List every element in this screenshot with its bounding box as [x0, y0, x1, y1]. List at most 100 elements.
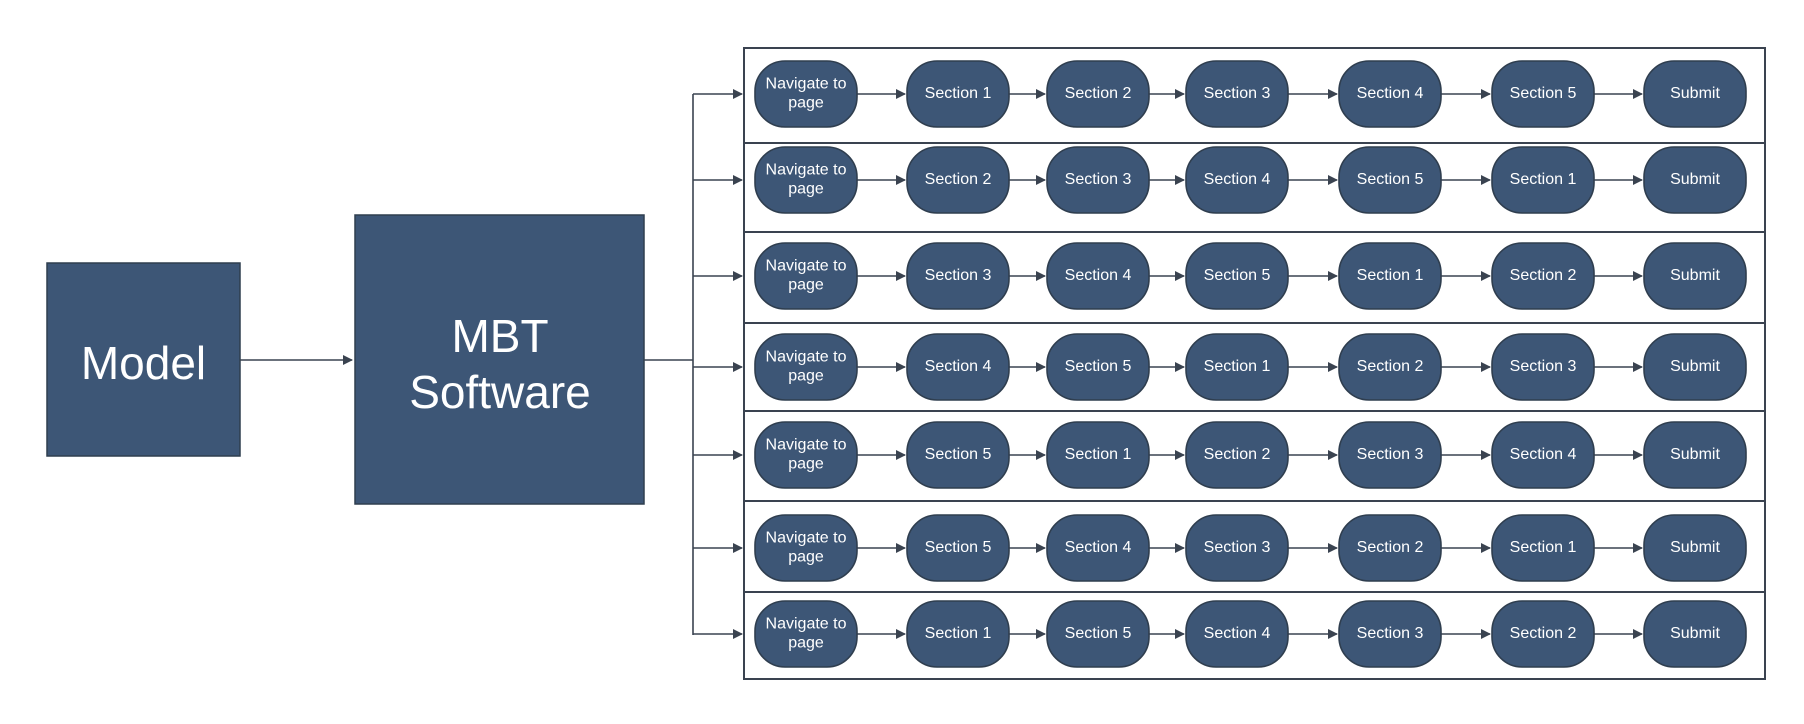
step-shape	[1185, 333, 1289, 401]
step-label: Section 3	[1065, 171, 1132, 188]
step-shape	[906, 146, 1010, 214]
section-step-node: Section 1	[1185, 333, 1289, 401]
step-shape	[1046, 146, 1150, 214]
step-label: Navigate to	[766, 76, 847, 93]
step-shape	[1185, 146, 1289, 214]
mbt-software-box	[354, 214, 645, 505]
step-label: Section 4	[1065, 267, 1132, 284]
step-shape	[1338, 421, 1442, 489]
section-step-node: Section 4	[1185, 146, 1289, 214]
step-label: Section 5	[1065, 625, 1132, 642]
step-label: Section 1	[1357, 267, 1424, 284]
section-step-node: Section 5	[1185, 242, 1289, 310]
step-label: Section 4	[925, 358, 992, 375]
section-step-node: Section 2	[1491, 600, 1595, 668]
step-shape	[1643, 146, 1747, 214]
step-label: Section 4	[1065, 539, 1132, 556]
section-step-node: Section 4	[1338, 60, 1442, 128]
section-step-node: Section 4	[1046, 242, 1150, 310]
submit-step-node: Submit	[1643, 514, 1747, 582]
step-shape	[1338, 242, 1442, 310]
step-shape	[1046, 60, 1150, 128]
step-shape	[1491, 60, 1595, 128]
section-step-node: Section 4	[1185, 600, 1289, 668]
step-label: Section 2	[1357, 539, 1424, 556]
section-step-node: Section 3	[1185, 514, 1289, 582]
step-shape	[906, 242, 1010, 310]
step-label: Section 2	[925, 171, 992, 188]
step-shape	[754, 421, 858, 489]
test-paths-frame	[743, 47, 1766, 680]
step-label: Navigate to	[766, 530, 847, 547]
test-path-row: Navigate to page Section 1 Section 2 Section…	[693, 60, 1747, 128]
step-shape	[754, 146, 858, 214]
step-label: Navigate to	[766, 437, 847, 454]
step-label: Section 2	[1510, 267, 1577, 284]
section-step-node: Section 5	[906, 421, 1010, 489]
section-step-node: Section 5	[1046, 333, 1150, 401]
step-label: Section 2	[1204, 446, 1271, 463]
step-shape	[906, 421, 1010, 489]
submit-step-node: Submit	[1643, 421, 1747, 489]
step-label: Section 1	[925, 625, 992, 642]
step-shape	[754, 333, 858, 401]
step-shape	[1491, 600, 1595, 668]
submit-step-node: Submit	[1643, 333, 1747, 401]
step-shape	[1338, 514, 1442, 582]
section-step-node: Section 4	[1046, 514, 1150, 582]
submit-step-node: Submit	[1643, 60, 1747, 128]
step-shape	[754, 242, 858, 310]
step-shape	[754, 514, 858, 582]
step-label: Section 1	[1204, 358, 1271, 375]
step-label: Section 5	[1510, 85, 1577, 102]
step-shape	[906, 333, 1010, 401]
section-step-node: Section 1	[1491, 146, 1595, 214]
section-step-node: Section 3	[1338, 421, 1442, 489]
step-label: Section 5	[1357, 171, 1424, 188]
step-shape	[1338, 600, 1442, 668]
section-step-node: Section 2	[1338, 514, 1442, 582]
step-label: Section 5	[1065, 358, 1132, 375]
step-shape	[1643, 421, 1747, 489]
step-shape	[1643, 333, 1747, 401]
step-shape	[1185, 421, 1289, 489]
step-label: Section 1	[1510, 539, 1577, 556]
section-step-node: Section 2	[1185, 421, 1289, 489]
model-node: Model	[46, 262, 241, 457]
step-label: page	[788, 95, 824, 112]
section-step-node: Section 1	[1338, 242, 1442, 310]
section-step-node: Section 4	[906, 333, 1010, 401]
step-label: Submit	[1670, 625, 1720, 642]
section-step-node: Section 2	[1046, 60, 1150, 128]
step-label: Section 5	[1204, 267, 1271, 284]
step-label: Section 3	[1204, 539, 1271, 556]
section-step-node: Section 5	[1046, 600, 1150, 668]
model-label: Model	[81, 337, 206, 389]
section-step-node: Section 1	[906, 60, 1010, 128]
step-shape	[1046, 514, 1150, 582]
step-label: Navigate to	[766, 349, 847, 366]
step-shape	[1643, 600, 1747, 668]
step-shape	[1338, 146, 1442, 214]
section-step-node: Section 5	[1491, 60, 1595, 128]
section-step-node: Section 3	[1185, 60, 1289, 128]
mbt-software-label-line-1: MBT	[451, 310, 548, 362]
section-step-node: Section 5	[1338, 146, 1442, 214]
step-shape	[906, 514, 1010, 582]
step-label: page	[788, 456, 824, 473]
step-shape	[1338, 60, 1442, 128]
step-label: Navigate to	[766, 616, 847, 633]
step-label: Section 4	[1204, 625, 1271, 642]
step-shape	[1046, 421, 1150, 489]
section-step-node: Section 1	[1046, 421, 1150, 489]
step-label: Section 3	[1357, 446, 1424, 463]
section-step-node: Section 4	[1491, 421, 1595, 489]
step-shape	[754, 60, 858, 128]
